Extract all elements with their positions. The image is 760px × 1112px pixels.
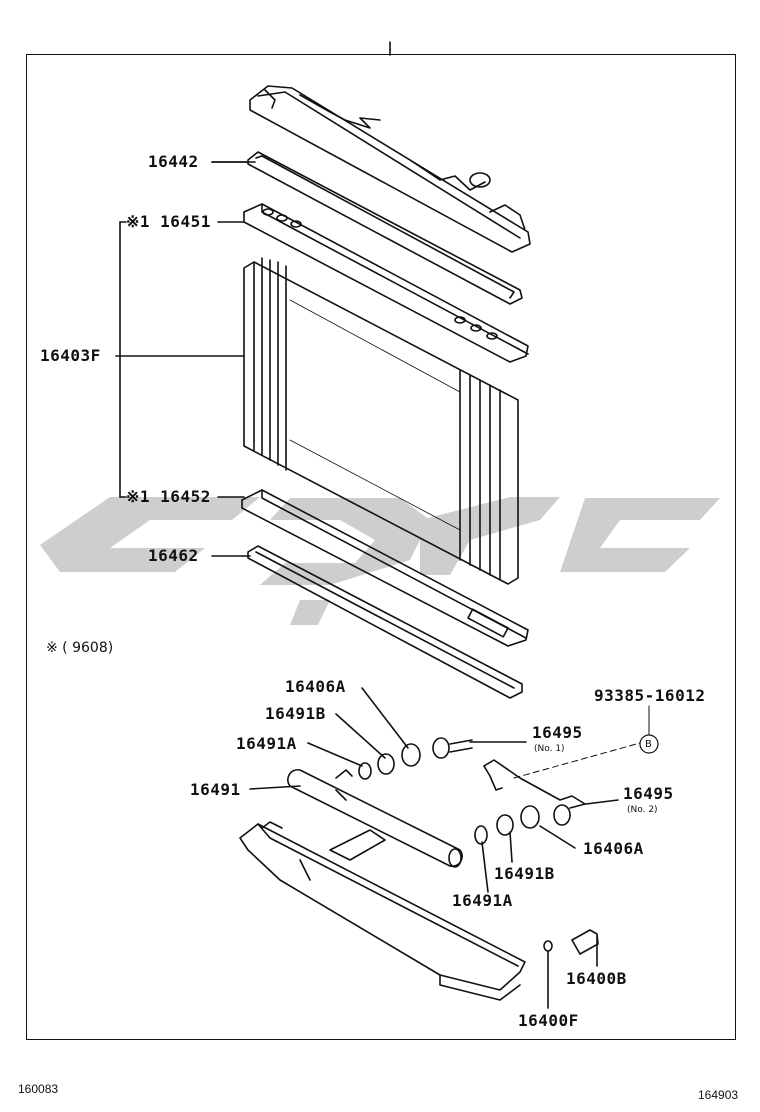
callout-16495-no2[interactable]: 16495 — [623, 784, 674, 803]
lower-seal-part — [241, 489, 529, 647]
upper-gasket-part — [247, 151, 523, 305]
callout-16400f[interactable]: 16400F — [518, 1011, 579, 1030]
callout-16491[interactable]: 16491 — [190, 780, 241, 799]
callout-16462[interactable]: 16462 — [148, 546, 199, 565]
ref-marker-b: B — [645, 739, 652, 750]
upper-tank-part — [249, 85, 531, 253]
washer-b-bottom-part — [496, 814, 514, 836]
callout-16406a-top[interactable]: 16406A — [285, 677, 346, 696]
drain-plug-part — [571, 929, 599, 967]
callout-16406a-bottom[interactable]: 16406A — [583, 839, 644, 858]
oil-cooler-pipe-part — [287, 768, 463, 868]
callout-16491a-bottom[interactable]: 16491A — [452, 891, 513, 910]
bolt-no1-part — [432, 737, 473, 759]
callout-16495-no2-sub: (No. 2) — [627, 805, 658, 815]
lower-gasket-part — [247, 545, 523, 699]
bolt-no2-part — [553, 803, 586, 826]
callout-16491b-top[interactable]: 16491B — [265, 704, 326, 723]
washer-a-top-part — [358, 762, 372, 780]
callout-16491a-top[interactable]: 16491A — [236, 734, 297, 753]
lower-tank-part — [239, 821, 526, 1001]
callout-16495-no1[interactable]: 16495 — [532, 723, 583, 742]
bracket-part — [483, 759, 586, 805]
footer-left-code: 160083 — [18, 1082, 59, 1096]
callout-16452[interactable]: ※1 16452 — [126, 487, 211, 506]
callout-16442[interactable]: 16442 — [148, 152, 199, 171]
callout-16451[interactable]: ※1 16451 — [126, 212, 211, 231]
washer-a-bottom-part — [474, 825, 488, 845]
drain-washer-part — [543, 940, 553, 952]
diagram-frame — [26, 54, 736, 1040]
radiator-core-part — [243, 257, 519, 585]
callout-93385-16012[interactable]: 93385-16012 — [594, 686, 706, 705]
applicability-note: ※ ( 9608) — [46, 640, 114, 656]
callout-16403f[interactable]: 16403F — [40, 346, 101, 365]
cap-a-bottom-part — [520, 805, 540, 829]
washer-b-top-part — [377, 753, 395, 775]
callout-16400b[interactable]: 16400B — [566, 969, 627, 988]
footer-right-code: 164903 — [698, 1088, 739, 1102]
callout-16495-no1-sub: (No. 1) — [534, 744, 565, 754]
cap-a-top-part — [401, 743, 421, 767]
callout-16491b-bottom[interactable]: 16491B — [494, 864, 555, 883]
